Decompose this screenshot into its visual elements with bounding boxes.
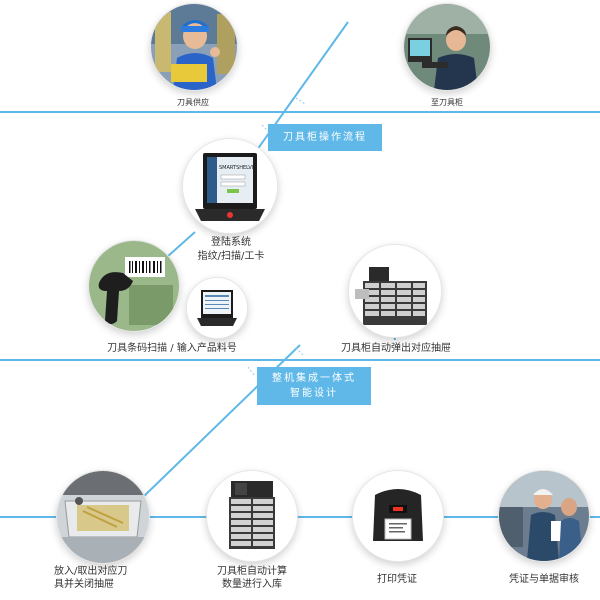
terminal-icon — [187, 278, 247, 338]
terminal-node — [186, 277, 248, 339]
process-title-box: 刀具柜操作流程 — [268, 124, 382, 151]
step-supply-label: 刀具供应 — [177, 98, 209, 107]
drawer-items-node — [56, 470, 150, 564]
cabinet-open-drawer-icon — [349, 245, 441, 337]
login-terminal-node: SMARTSHELVE — [182, 138, 278, 234]
step-auto-drawer-label: 刀具柜自动弹出对应抽屉 — [341, 343, 451, 354]
integrated-design-box: 整机集成一体式 智能设计 — [257, 367, 371, 405]
step-audit-label: 凭证与单据审核 — [509, 574, 579, 585]
cabinet-icon — [207, 471, 297, 561]
step-login-label-2: 指纹/扫描/工卡 — [197, 251, 265, 262]
screen-brand: SMARTSHELVE — [219, 165, 255, 171]
audit-photo-node — [498, 470, 590, 562]
step-to-cabinet-label: 至刀具柜 — [431, 98, 463, 107]
audit-photo-icon — [499, 471, 589, 561]
step-put-take-label-2: 具并关闭抽屉 — [54, 579, 114, 590]
drawer-items-icon — [57, 471, 149, 563]
integrated-line-1: 整机集成一体式 — [272, 373, 356, 384]
cabinet-node — [206, 470, 298, 562]
step-put-take-label-1: 放入/取出对应刀 — [54, 566, 128, 577]
step-print-label: 打印凭证 — [377, 574, 417, 585]
step-count-label-2: 数量进行入库 — [222, 579, 282, 590]
worker-photo-icon — [151, 4, 237, 90]
operator-photo-node — [403, 3, 491, 91]
worker-photo-node — [150, 3, 238, 91]
operator-photo-icon — [404, 4, 490, 90]
printer-node — [352, 470, 444, 562]
step-login-label-1: 登陆系统 — [211, 237, 251, 248]
receipt-printer-icon — [353, 471, 443, 561]
cabinet-open-node — [348, 244, 442, 338]
step-scan-label: 刀具条码扫描 / 输入产品料号 — [107, 343, 237, 354]
login-terminal-icon: SMARTSHELVE — [183, 139, 277, 233]
barcode-scanner-node — [88, 240, 180, 332]
barcode-scanner-icon — [89, 241, 179, 331]
step-count-label-1: 刀具柜自动计算 — [217, 566, 287, 577]
integrated-line-2: 智能设计 — [290, 388, 338, 399]
